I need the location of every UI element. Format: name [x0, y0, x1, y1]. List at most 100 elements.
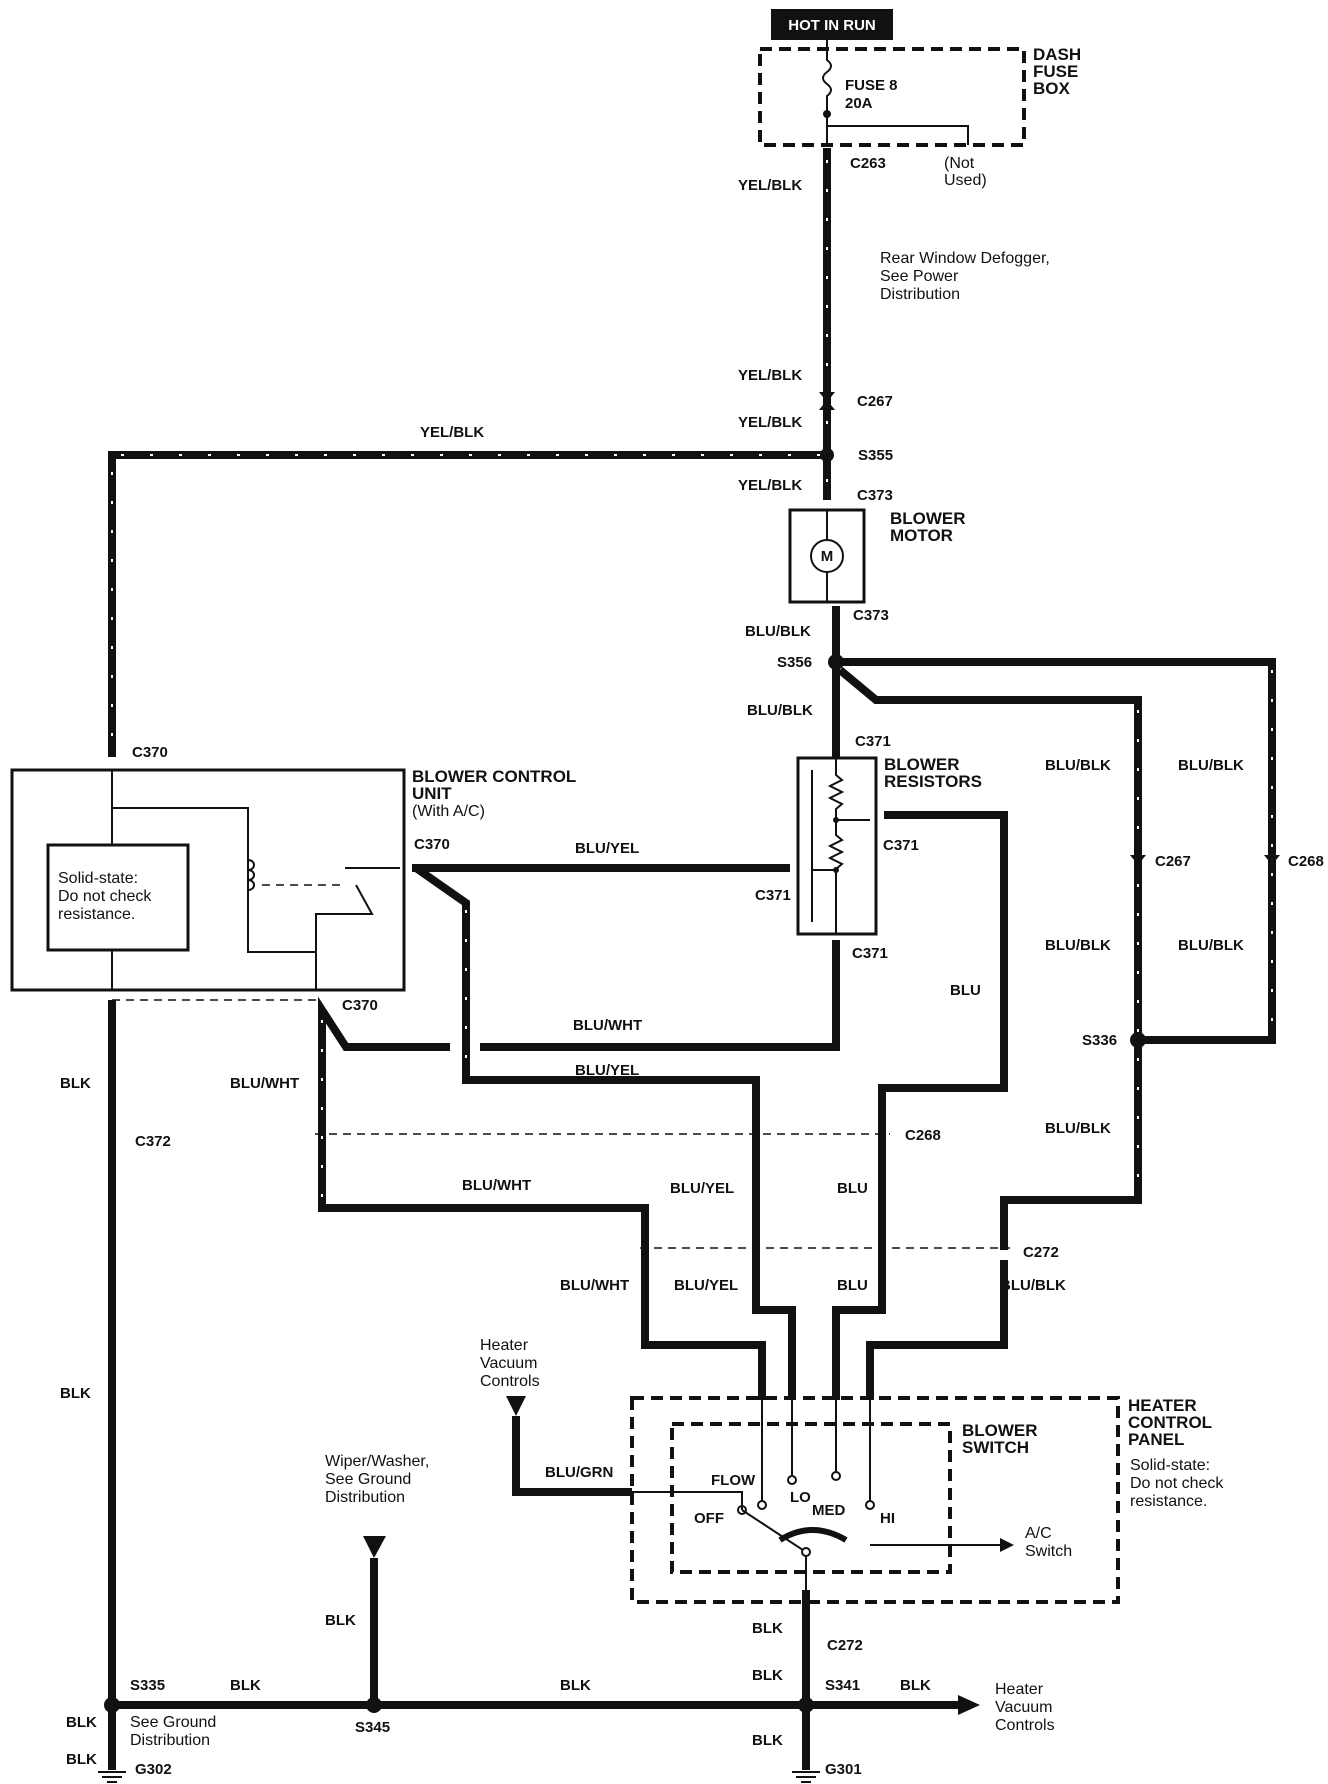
c267-side-connector	[1130, 855, 1146, 865]
c268-label: C268	[905, 1127, 941, 1144]
heater-vac-top-1: Heater	[480, 1337, 529, 1354]
wire-label-blu-2: BLU	[837, 1180, 868, 1197]
c268-side-label: C268	[1288, 853, 1324, 870]
c370-right-label: C370	[414, 836, 450, 853]
wire-label-blu-3: BLU	[837, 1277, 868, 1294]
wire-label-yel-blk-4: YEL/BLK	[738, 477, 802, 494]
wire-label-yel-blk-5: YEL/BLK	[420, 424, 484, 441]
wire-blu-blk-panel	[866, 1260, 1008, 1400]
wire-blu-yel-lower	[413, 864, 760, 1260]
wire-label-blu-blk-8: BLU/BLK	[1000, 1277, 1066, 1294]
dash-label: DASH	[1033, 45, 1081, 64]
wire-blu-yel-panel	[752, 1260, 796, 1400]
wire-label-blu-blk-2: BLU/BLK	[747, 702, 813, 719]
defogger-note-1: Rear Window Defogger,	[880, 250, 1050, 267]
heater-vac-bottom-3: Controls	[995, 1717, 1055, 1734]
heater-control-panel	[630, 1396, 1120, 1604]
wire-yel-blk-to-bcu	[108, 451, 827, 757]
wire-label-blu-blk-3: BLU/BLK	[1045, 757, 1111, 774]
blower-switch-label-1: BLOWER	[962, 1421, 1038, 1440]
wire-label-blu-blk-1: BLU/BLK	[745, 623, 811, 640]
switch-pos-lo: LO	[790, 1489, 811, 1506]
ground-dist-note-1: See Ground	[130, 1714, 216, 1731]
s336-label: S336	[1082, 1032, 1117, 1049]
c272-bottom-label: C272	[827, 1637, 863, 1654]
wire-label-blu-1: BLU	[950, 982, 981, 999]
wire-label-blu-wht-4: BLU/WHT	[560, 1277, 629, 1294]
wire-label-blu-grn: BLU/GRN	[545, 1464, 613, 1481]
not-used-label-1: (Not	[944, 155, 975, 172]
dash-fuse-box	[758, 47, 1026, 147]
wiper-note-3: Distribution	[325, 1489, 405, 1506]
wire-label-blk-5: BLK	[752, 1732, 783, 1749]
c373-top-label: C373	[857, 487, 893, 504]
c373-bottom-label: C373	[853, 607, 889, 624]
blower-motor-label-1: BLOWER	[890, 509, 966, 528]
resistors-label-2: RESISTORS	[884, 772, 982, 791]
wire-label-yel-blk-3: YEL/BLK	[738, 414, 802, 431]
fuse-8-label: FUSE 8	[845, 77, 898, 94]
wire-blu-grn	[512, 1416, 632, 1496]
wiper-arrow	[363, 1536, 386, 1558]
wire-label-blk-1: BLK	[60, 1075, 91, 1092]
wire-label-blu-blk-4: BLU/BLK	[1178, 757, 1244, 774]
hot-in-run-badge	[771, 9, 893, 40]
wire-label-blk-9: BLK	[66, 1714, 97, 1731]
wire-label-blu-blk-6: BLU/BLK	[1178, 937, 1244, 954]
wire-label-blk-8: BLK	[560, 1677, 591, 1694]
hcp-solid-state-3: resistance.	[1130, 1493, 1207, 1510]
not-used-label-2: Used)	[944, 172, 987, 189]
bcu-label-2: UNIT	[412, 784, 452, 803]
fuse-label: FUSE	[1033, 62, 1078, 81]
fuse-8-symbol	[822, 40, 832, 145]
wire-label-blk-3: BLK	[752, 1620, 783, 1637]
g301-label: G301	[825, 1761, 862, 1778]
switch-pos-med: MED	[812, 1502, 846, 1519]
defogger-note-3: Distribution	[880, 286, 960, 303]
c372-label: C372	[135, 1133, 171, 1150]
ac-switch-label-1: A/C	[1025, 1525, 1052, 1542]
wire-label-blu-blk-5: BLU/BLK	[1045, 937, 1111, 954]
switch-pos-hi: HI	[880, 1510, 895, 1527]
switch-pos-flow: FLOW	[711, 1472, 756, 1489]
s355-label: S355	[858, 447, 893, 464]
hot-in-run-label: HOT IN RUN	[788, 17, 876, 34]
heater-vac-bottom-2: Vacuum	[995, 1699, 1053, 1716]
resistors-label-1: BLOWER	[884, 755, 960, 774]
solid-state-block	[46, 843, 190, 952]
blower-switch-label-2: SWITCH	[962, 1438, 1029, 1457]
g302-label: G302	[135, 1761, 172, 1778]
blower-motor-label-2: MOTOR	[890, 526, 953, 545]
wire-label-blu-wht-2: BLU/WHT	[230, 1075, 299, 1092]
s345-label: S345	[355, 1719, 390, 1736]
ground-g302-symbol	[98, 1771, 126, 1783]
c268-side-connector	[1264, 855, 1280, 865]
heater-vac-top-2: Vacuum	[480, 1355, 538, 1372]
c371-right-label: C371	[883, 837, 919, 854]
switch-wiper	[778, 1527, 848, 1543]
c371-top-label: C371	[855, 733, 891, 750]
box-label: BOX	[1033, 79, 1071, 98]
bcu-solid-state-1: Solid-state:	[58, 870, 138, 887]
wire-label-blu-wht-3: BLU/WHT	[462, 1177, 531, 1194]
wire-blu-wht-panel	[641, 1260, 766, 1400]
ac-switch-label-2: Switch	[1025, 1543, 1072, 1560]
heater-vac-top-3: Controls	[480, 1373, 540, 1390]
wire-blu-blk-outer	[836, 658, 1276, 1044]
wire-label-blu-yel-1: BLU/YEL	[575, 840, 639, 857]
wire-label-blk-7: BLK	[230, 1677, 261, 1694]
heater-vac-top-arrow	[506, 1396, 526, 1416]
bcu-label-1: BLOWER CONTROL	[412, 767, 576, 786]
c371-left-label: C371	[755, 887, 791, 904]
hcp-solid-state-1: Solid-state:	[1130, 1457, 1210, 1474]
switch-pos-off: OFF	[694, 1510, 724, 1527]
c263-label: C263	[850, 155, 886, 172]
splice-s336	[1130, 1032, 1146, 1048]
wire-label-blu-yel-3: BLU/YEL	[670, 1180, 734, 1197]
bcu-solid-state-3: resistance.	[58, 906, 135, 923]
blower-switch	[670, 1422, 952, 1574]
c370-bottom-label: C370	[342, 997, 378, 1014]
wire-label-blk-10: BLK	[66, 1751, 97, 1768]
wiper-note-2: See Ground	[325, 1471, 411, 1488]
